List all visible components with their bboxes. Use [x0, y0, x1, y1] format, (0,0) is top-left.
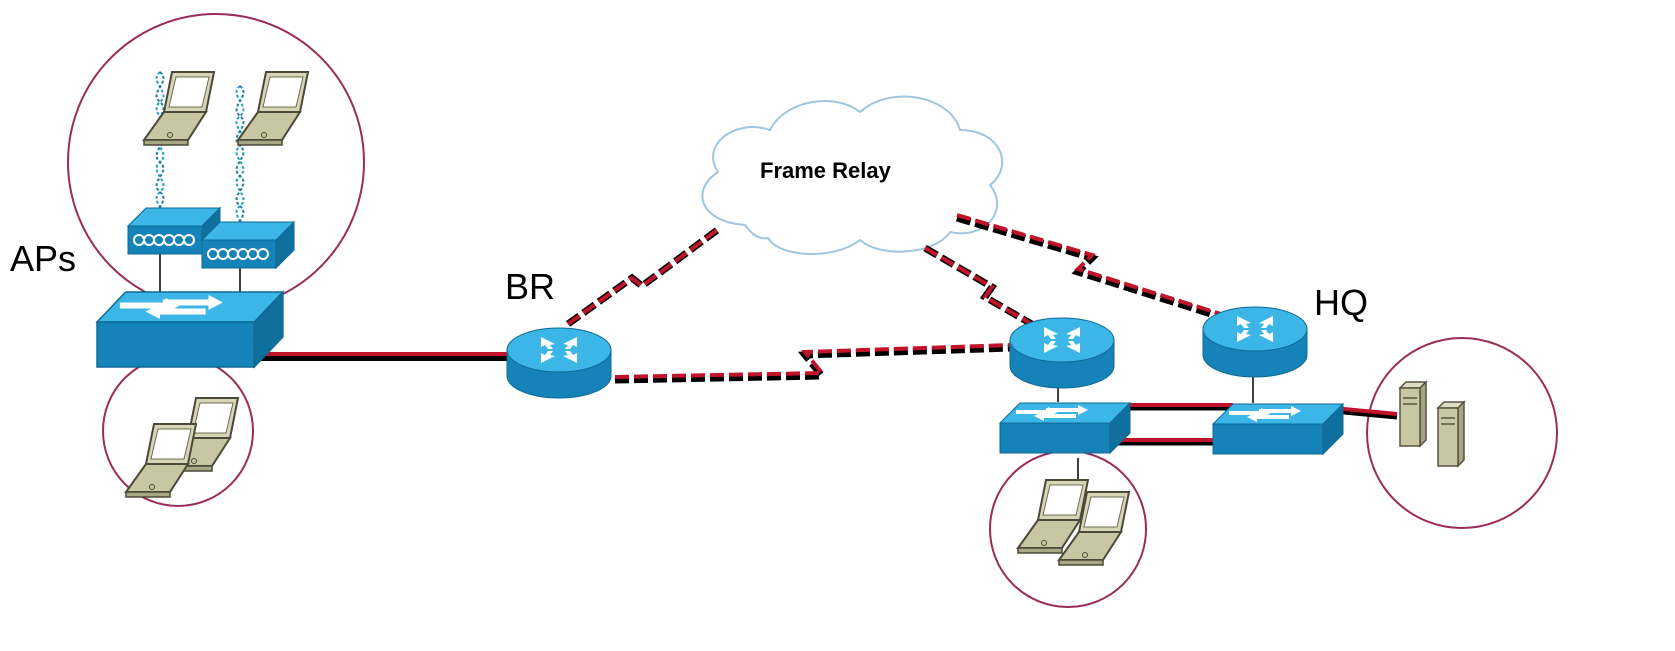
- laptop-icon: [237, 71, 309, 146]
- server-group-circle: [1366, 337, 1558, 529]
- wan-link-cloud-to-hq: [956, 213, 1264, 334]
- switch-icon: [1212, 403, 1344, 455]
- wan-link-br-to-router: [614, 343, 1013, 384]
- wireless-signal-icon: [155, 71, 165, 223]
- router-icon: [1202, 306, 1308, 378]
- laptop-icon: [143, 71, 215, 146]
- wireless-signal-icon: [235, 85, 245, 237]
- server-icon: [1437, 401, 1465, 467]
- link-hq-switch-to-servers: [1332, 408, 1398, 420]
- cloud-label: Frame Relay: [760, 158, 891, 183]
- link-hq-switch-to-servers-accent: [1332, 406, 1398, 416]
- switch-icon: [96, 291, 284, 368]
- aps-label: APs: [10, 238, 77, 279]
- wan-link-cloud-to-router: [923, 244, 1044, 334]
- router-icon: [1009, 317, 1115, 389]
- router-icon: [506, 327, 612, 399]
- cloud-icon: [701, 95, 1004, 256]
- wan-link-br-to-cloud: [565, 225, 723, 327]
- switch-icon: [999, 402, 1131, 454]
- hq-label: HQ: [1314, 282, 1368, 323]
- access-point-icon: [201, 221, 295, 269]
- laptop-icon: [125, 423, 197, 498]
- server-icon: [1399, 381, 1427, 447]
- br-label: BR: [505, 266, 556, 307]
